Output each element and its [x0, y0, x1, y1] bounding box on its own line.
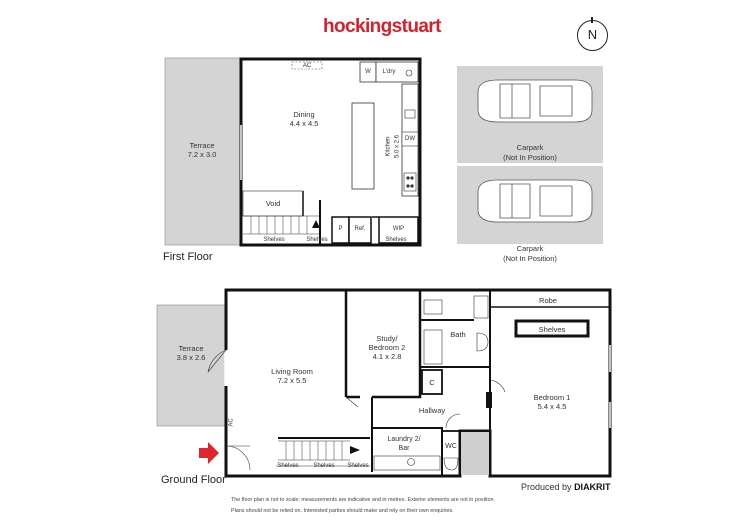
disclaimer-line-2: Plans should not be relied on. Intereste… — [231, 508, 454, 514]
first-kitchen-sink — [404, 109, 416, 119]
car-1-icon — [477, 79, 593, 123]
first-terrace-area — [164, 57, 241, 246]
ground-bath-vanity — [423, 329, 443, 365]
carpark-1-note: (Not In Position) — [503, 153, 557, 162]
car-2-icon — [477, 179, 593, 223]
ground-study-door — [345, 396, 359, 408]
first-hob-3 — [406, 184, 410, 188]
ground-study-name2: Bedroom 2 — [368, 343, 406, 352]
ground-terrace-size: 3.8 x 2.6 — [176, 353, 206, 362]
north-letter: N — [587, 27, 598, 42]
carpark-1-name: Carpark — [516, 143, 544, 152]
first-laundry — [375, 61, 419, 83]
first-fridge-label: Ref. — [354, 226, 366, 232]
first-island — [351, 102, 375, 190]
first-wip — [378, 216, 419, 244]
ground-bath-basin — [423, 299, 443, 315]
ground-laundry-sink — [407, 458, 415, 466]
ground-stair-arrow — [350, 446, 360, 454]
ground-bath-walls — [419, 290, 491, 476]
ground-cupboard-label: C — [429, 378, 435, 387]
carpark-2-name: Carpark — [516, 244, 544, 253]
produced-prefix: Produced by — [521, 482, 572, 492]
ground-floor-label: Ground Floor — [161, 474, 226, 486]
first-hob-4 — [410, 184, 414, 188]
ground-wc-toilet — [443, 457, 459, 471]
ground-bath-toilet — [476, 332, 489, 352]
ground-laundry-name2: Bar — [398, 445, 410, 452]
ground-terrace-area — [156, 304, 226, 427]
first-fridge — [348, 216, 372, 244]
ground-ac-label: AC — [228, 418, 235, 427]
first-hob-1 — [406, 176, 410, 180]
ground-shelves-2: Shelves — [313, 463, 335, 469]
first-shelves-3: Shelves — [385, 237, 407, 243]
ground-study-size: 4.1 x 2.8 — [372, 352, 402, 361]
ground-bed1-name: Bedroom 1 — [533, 393, 571, 402]
first-stair-arrow — [312, 220, 320, 228]
first-ac-unit — [291, 61, 323, 70]
first-dw-label: DW — [405, 136, 415, 142]
ground-study-name: Study/ — [376, 334, 398, 343]
ground-shelves-3: Shelves — [347, 463, 369, 469]
first-dishwasher — [401, 131, 419, 147]
ground-terrace-name: Terrace — [178, 344, 204, 353]
carpark-2-note: (Not In Position) — [503, 254, 557, 263]
ground-bed-door-mark — [486, 392, 492, 408]
ground-shower — [473, 295, 489, 319]
north-compass: N — [577, 17, 608, 51]
first-dining-size: 4.4 x 4.5 — [289, 119, 319, 128]
ground-shelves-bed-label: Shelves — [538, 325, 566, 334]
ground-bed1-size: 5.4 x 4.5 — [537, 402, 567, 411]
ground-wc-label: WC — [445, 443, 457, 450]
first-hob-2 — [410, 176, 414, 180]
ground-living-size: 7.2 x 5.5 — [277, 376, 307, 385]
first-terrace-size: 7.2 x 3.0 — [187, 150, 217, 159]
ground-hall-door — [445, 413, 461, 429]
first-void-label: Void — [265, 199, 281, 208]
first-stairs — [243, 215, 320, 235]
first-floor-label: First Floor — [163, 251, 213, 263]
first-terrace-name: Terrace — [189, 141, 215, 150]
first-void — [242, 190, 304, 217]
first-shelves-2: Shelves — [306, 237, 328, 243]
ground-wc-room — [441, 430, 461, 477]
first-ac-label: AC — [302, 63, 312, 69]
disclaimer-line-1: The floor plan is not to scale; measurem… — [231, 497, 495, 503]
first-w-label: W — [365, 69, 371, 75]
ground-living-name: Living Room — [271, 367, 313, 376]
ground-entry-door — [225, 445, 251, 471]
ground-hallway-label: Hallway — [418, 406, 446, 415]
ground-laundry-name: Laundry 2/ — [387, 436, 421, 443]
entry-arrow — [199, 442, 219, 464]
ground-bed-door — [489, 379, 506, 393]
first-kitchen-size: 5.0 x 2.6 — [394, 135, 401, 159]
first-laundry-sink — [405, 69, 413, 77]
first-pantry-label: P — [338, 226, 343, 232]
ground-shelves-1: Shelves — [277, 463, 299, 469]
ground-shelves-bed — [514, 319, 590, 338]
first-shelves-1: Shelves — [263, 237, 285, 243]
ground-stairs — [278, 440, 350, 461]
first-ldry-label: L'dry — [382, 69, 396, 75]
first-kitchen-cooktop — [403, 172, 417, 192]
first-dining-name: Dining — [293, 110, 315, 119]
produced-brand: DIAKRIT — [574, 482, 611, 492]
produced-by: Produced by DIAKRIT — [521, 482, 611, 492]
ground-gray-block — [461, 432, 489, 475]
ground-bath-label: Bath — [450, 330, 466, 339]
first-wip-label: WIP — [392, 226, 405, 232]
brand-logo: hockingstuart — [323, 16, 441, 37]
first-kitchen-name: Kitchen — [385, 136, 392, 157]
north-tick — [591, 17, 593, 23]
ground-cupboard — [421, 369, 443, 395]
ground-laundry-bench — [373, 455, 441, 471]
ground-robe-label: Robe — [539, 296, 557, 305]
